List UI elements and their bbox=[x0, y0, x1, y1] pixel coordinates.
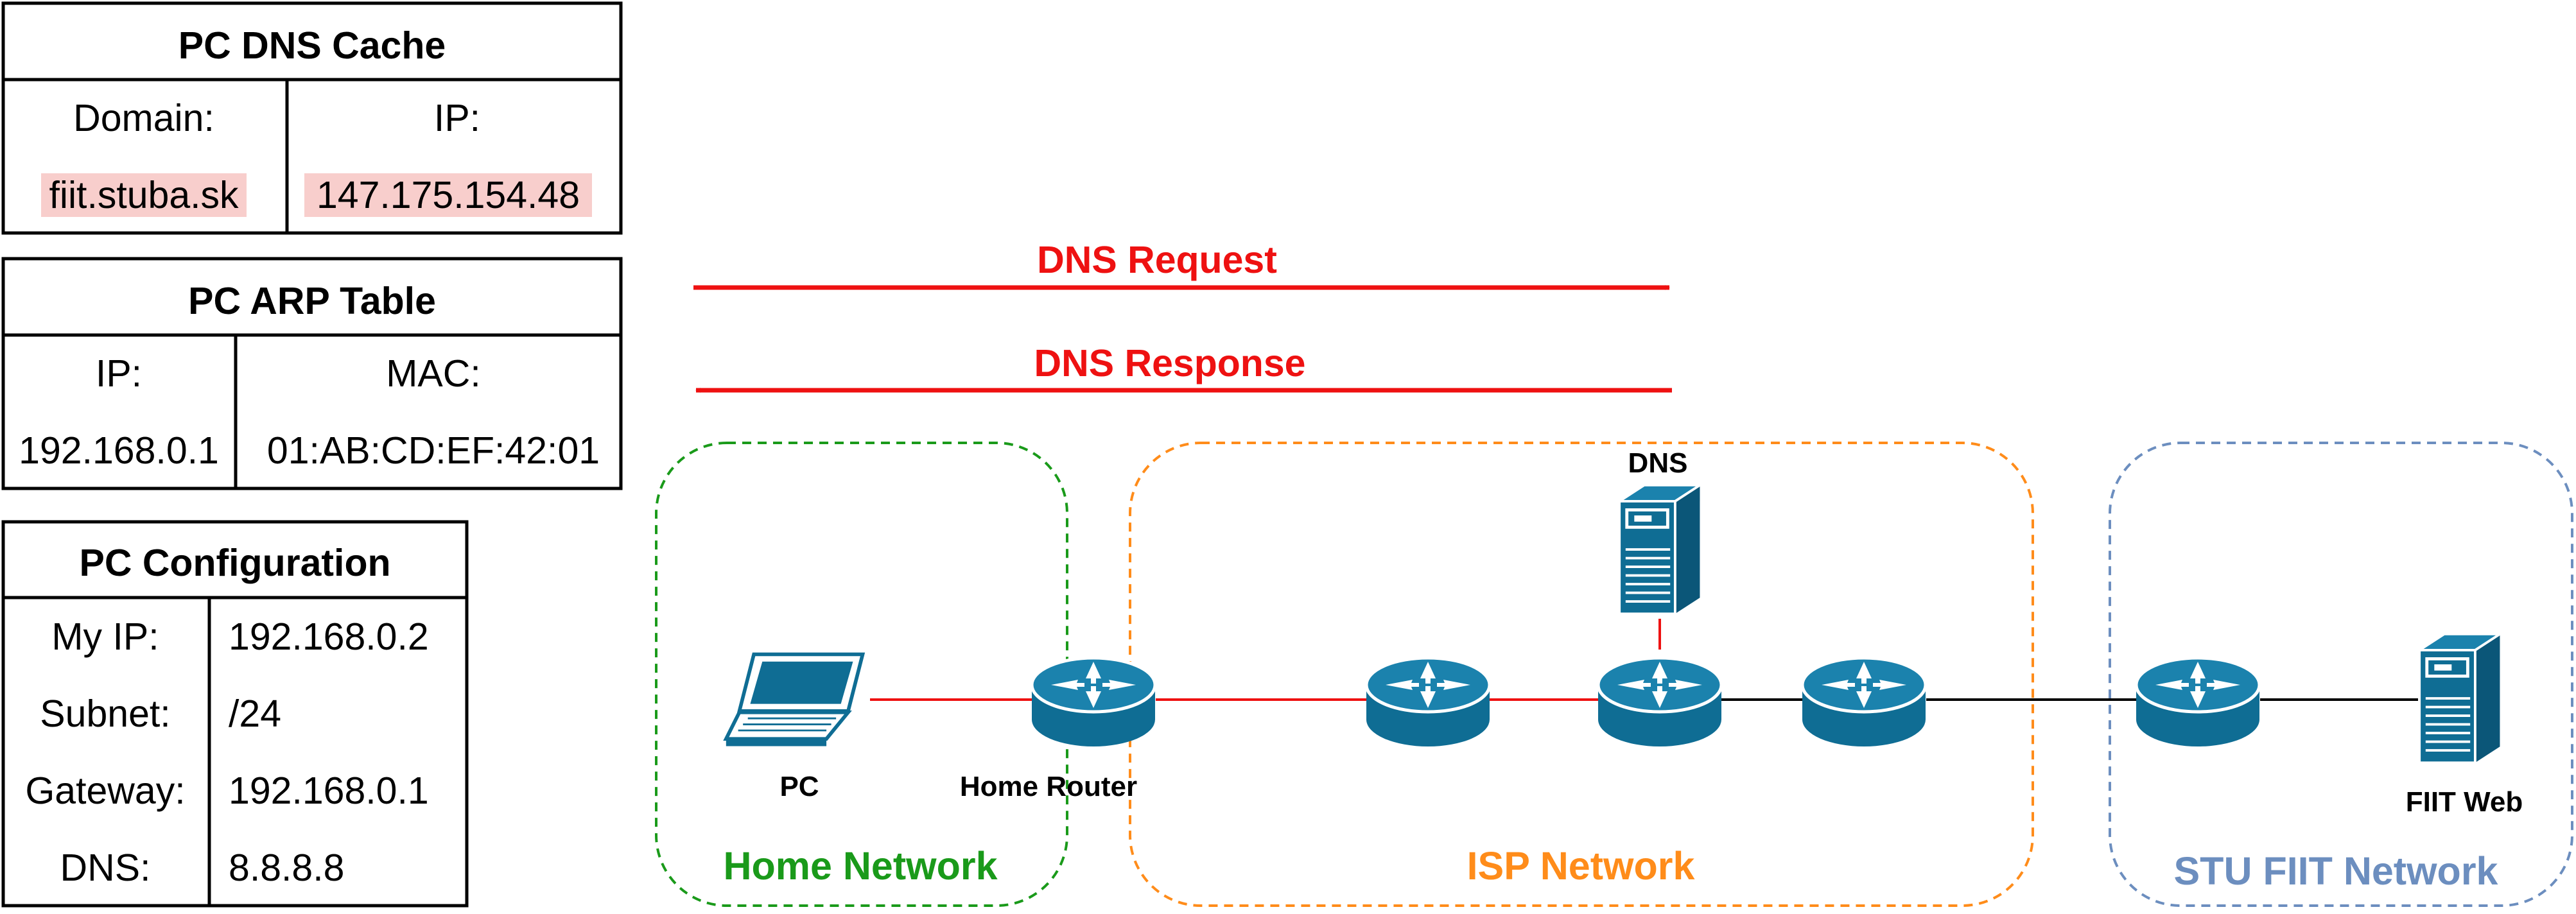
config-value-my-ip: 192.168.0.2 bbox=[229, 616, 429, 658]
isp-network-label: ISP Network bbox=[1467, 844, 1695, 888]
router-icon bbox=[1802, 658, 1926, 746]
server-icon bbox=[1619, 485, 1700, 614]
dns-cache-domain: fiit.stuba.sk bbox=[49, 174, 239, 216]
dns-cache-table: PC DNS Cache Domain: IP: fiit.stuba.sk 1… bbox=[1, 1, 623, 235]
dns-server-label: DNS bbox=[1628, 447, 1688, 479]
config-label-my-ip: My IP: bbox=[51, 616, 159, 658]
fiit-web-label: FIIT Web bbox=[2406, 786, 2523, 818]
stu-network-zone bbox=[2109, 442, 2573, 907]
config-label-subnet: Subnet: bbox=[40, 693, 170, 735]
network-links bbox=[870, 619, 2418, 701]
router-icon bbox=[2136, 658, 2259, 746]
network-devices: PC Home Router DNS FIIT Web bbox=[726, 447, 2523, 818]
pc-config-title: PC Configuration bbox=[79, 542, 390, 584]
router-icon bbox=[1366, 658, 1490, 746]
config-label-gateway: Gateway: bbox=[25, 770, 185, 812]
home-network-zone bbox=[655, 442, 1068, 907]
config-value-subnet: /24 bbox=[229, 693, 281, 735]
arp-col-ip: IP: bbox=[96, 352, 142, 395]
arp-table-title: PC ARP Table bbox=[188, 280, 436, 322]
dns-cache-ip: 147.175.154.48 bbox=[317, 174, 580, 216]
stu-network-label: STU FIIT Network bbox=[2174, 849, 2498, 893]
router-icon bbox=[1598, 658, 1721, 746]
network-zones: Home Network ISP Network STU FIIT Networ… bbox=[655, 442, 2573, 907]
arp-col-mac: MAC: bbox=[386, 352, 481, 395]
dns-cache-title: PC DNS Cache bbox=[178, 24, 446, 67]
home-router-label: Home Router bbox=[960, 771, 1137, 802]
arp-mac: 01:AB:CD:EF:42:01 bbox=[267, 429, 600, 472]
home-network-label: Home Network bbox=[723, 844, 997, 888]
dns-cache-domain-highlight bbox=[41, 173, 247, 217]
dns-cache-ip-highlight bbox=[304, 173, 592, 217]
laptop-icon bbox=[726, 654, 863, 746]
dns-request-label: DNS Request bbox=[1037, 239, 1277, 281]
arp-table: PC ARP Table IP: MAC: 192.168.0.1 01:AB:… bbox=[1, 257, 623, 490]
dns-cache-col-ip: IP: bbox=[434, 97, 480, 139]
dns-flow: DNS Request DNS Response bbox=[693, 239, 1672, 393]
server-icon bbox=[2419, 634, 2500, 763]
isp-network-zone bbox=[1129, 442, 2034, 907]
config-value-gateway: 192.168.0.1 bbox=[229, 770, 429, 812]
arp-ip: 192.168.0.1 bbox=[19, 429, 219, 472]
dns-cache-col-domain: Domain: bbox=[73, 97, 214, 139]
pc-label: PC bbox=[779, 771, 819, 802]
router-icon bbox=[1032, 658, 1155, 746]
config-label-dns: DNS: bbox=[60, 847, 151, 889]
config-value-dns: 8.8.8.8 bbox=[229, 847, 344, 889]
pc-config-table: PC Configuration My IP: 192.168.0.2 Subn… bbox=[1, 520, 469, 908]
dns-response-label: DNS Response bbox=[1034, 342, 1306, 384]
